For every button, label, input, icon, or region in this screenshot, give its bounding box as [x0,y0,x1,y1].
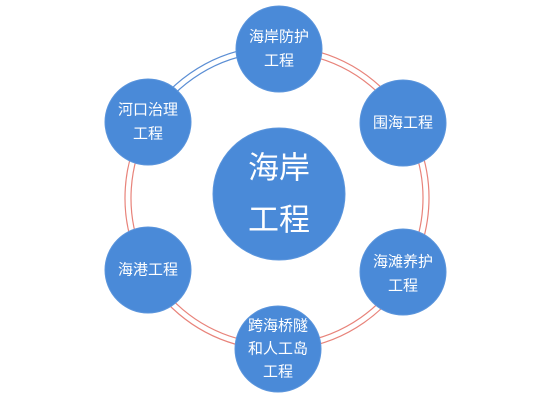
node-bottom-circle [234,305,322,393]
node-lower-right-circle [359,228,447,316]
node-upper-left: 河口治理 工程 [104,78,192,166]
node-bottom-label-line-3: 工程 [263,363,293,381]
node-lower-right-label-line-2: 工程 [388,277,418,295]
node-upper-left-label-line-1: 河口治理 [118,101,178,119]
node-bottom-label-line-1: 跨海桥隧 [248,317,308,335]
node-bottom: 跨海桥隧 和人工岛 工程 [234,305,322,393]
node-top-label-line-1: 海岸防护 [249,28,309,46]
center-node-label-line-2: 工程 [248,203,310,239]
node-lower-right-label-line-1: 海滩养护 [373,253,433,271]
node-upper-right: 围海工程 [359,79,447,167]
node-upper-left-circle [104,78,192,166]
node-top: 海岸防护 工程 [235,5,323,93]
node-bottom-label-line-2: 和人工岛 [248,340,308,358]
node-top-circle [235,5,323,93]
center-node: 海岸 工程 [212,127,346,261]
center-node-circle [212,127,346,261]
node-upper-right-circle [359,79,447,167]
node-lower-left-label-line-1: 海港工程 [118,261,178,279]
center-node-label-line-1: 海岸 [248,151,310,187]
node-upper-left-label-line-2: 工程 [133,125,163,143]
node-lower-left: 海港工程 [104,226,192,314]
node-upper-right-label-line-1: 围海工程 [373,114,433,132]
node-lower-right: 海滩养护 工程 [359,228,447,316]
node-lower-left-circle [104,226,192,314]
node-top-label-line-2: 工程 [264,52,294,70]
